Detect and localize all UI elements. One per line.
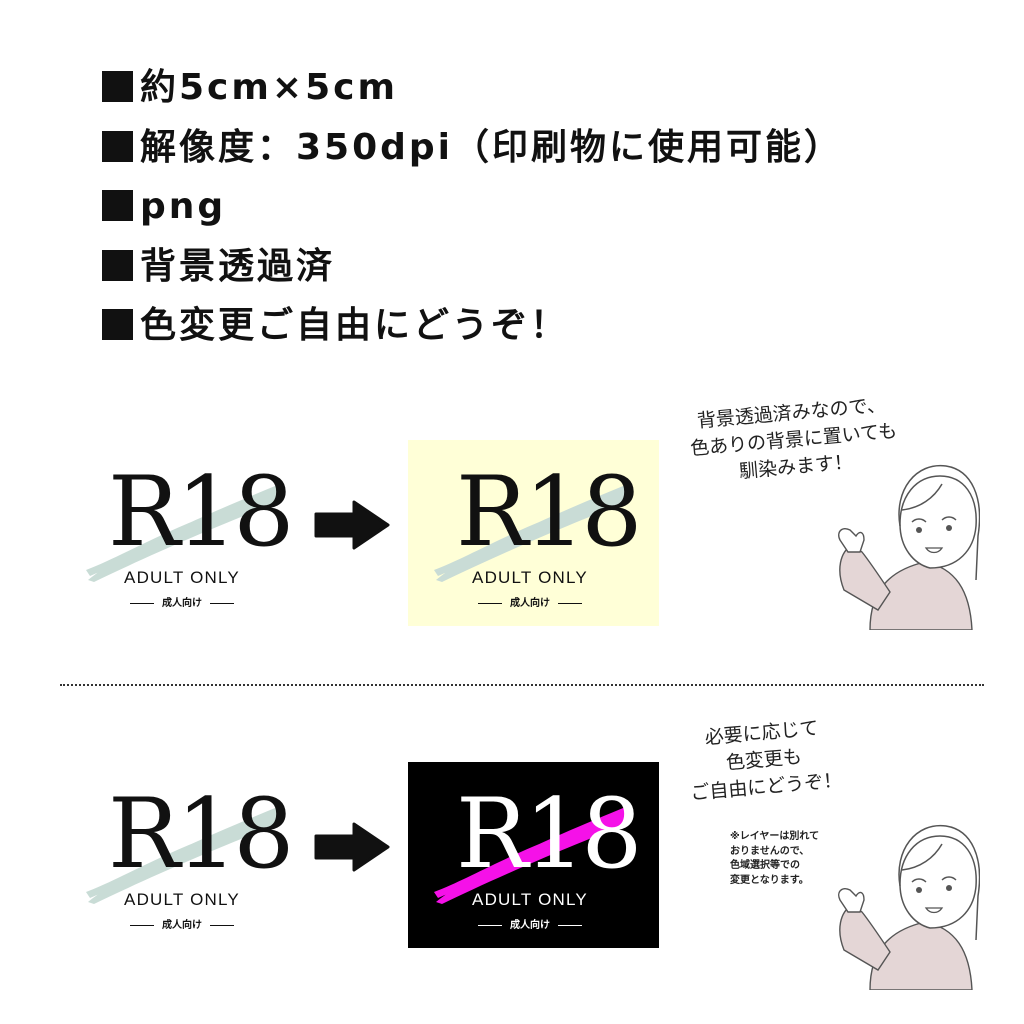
spec-list: 約5cm×5cm 解像度：350dpi（印刷物に使用可能） png 背景透過済 … xyxy=(102,58,843,356)
brush-stroke xyxy=(434,806,628,904)
logo-r18-text: R18 xyxy=(108,778,294,890)
logo-subtitle: 成人向け xyxy=(82,594,282,609)
speech-text-color-change: 必要に応じて 色変更も ご自由にどうぞ！ xyxy=(689,717,843,805)
logo-r18-text: R18 xyxy=(456,778,642,890)
square-bullet-icon xyxy=(102,190,133,221)
logo-subtitle: 成人向け xyxy=(430,594,630,609)
logo-adult-only: ADULT ONLY xyxy=(472,568,588,587)
logo-subtitle: 成人向け xyxy=(430,916,630,931)
r18-logo-original-2: R18 ADULT ONLY 成人向け xyxy=(82,784,294,944)
logo-adult-only: ADULT ONLY xyxy=(124,890,240,909)
square-bullet-icon xyxy=(102,71,133,102)
r18-logo-on-cream: R18 ADULT ONLY 成人向け xyxy=(430,462,642,622)
brush-stroke xyxy=(86,484,280,582)
square-bullet-icon xyxy=(102,309,133,340)
square-bullet-icon xyxy=(102,130,133,162)
logo-subtitle: 成人向け xyxy=(82,916,282,931)
spec-format: png xyxy=(102,177,843,237)
brush-stroke xyxy=(86,806,280,904)
spec-color-change: 色変更ご自由にどうぞ！ xyxy=(102,296,843,356)
spec-transparent: 背景透過済 xyxy=(102,237,843,297)
logo-adult-only: ADULT ONLY xyxy=(124,568,240,587)
preview-panel-black: R18 ADULT ONLY 成人向け xyxy=(408,762,659,948)
dotted-divider xyxy=(60,684,984,686)
r18-logo-original: R18 ADULT ONLY 成人向け xyxy=(82,462,294,622)
spec-size: 約5cm×5cm xyxy=(102,58,843,118)
preview-panel-cream: R18 ADULT ONLY 成人向け xyxy=(408,440,659,626)
layer-note: ※レイヤーは別れて おりませんので、 色域選択等での 変更となります。 xyxy=(730,831,820,886)
girl-illustration-icon xyxy=(838,464,980,630)
brush-stroke xyxy=(434,484,628,582)
logo-r18-text: R18 xyxy=(456,456,642,568)
spec-resolution: 解像度：350dpi（印刷物に使用可能） xyxy=(102,118,843,178)
r18-logo-on-black: R18 ADULT ONLY 成人向け xyxy=(430,784,642,944)
girl-illustration-icon xyxy=(838,824,980,990)
logo-adult-only: ADULT ONLY xyxy=(472,890,588,909)
arrow-right-icon xyxy=(314,822,390,872)
square-bullet-icon xyxy=(102,249,133,281)
arrow-right-icon xyxy=(314,500,390,550)
logo-r18-text: R18 xyxy=(108,456,294,568)
